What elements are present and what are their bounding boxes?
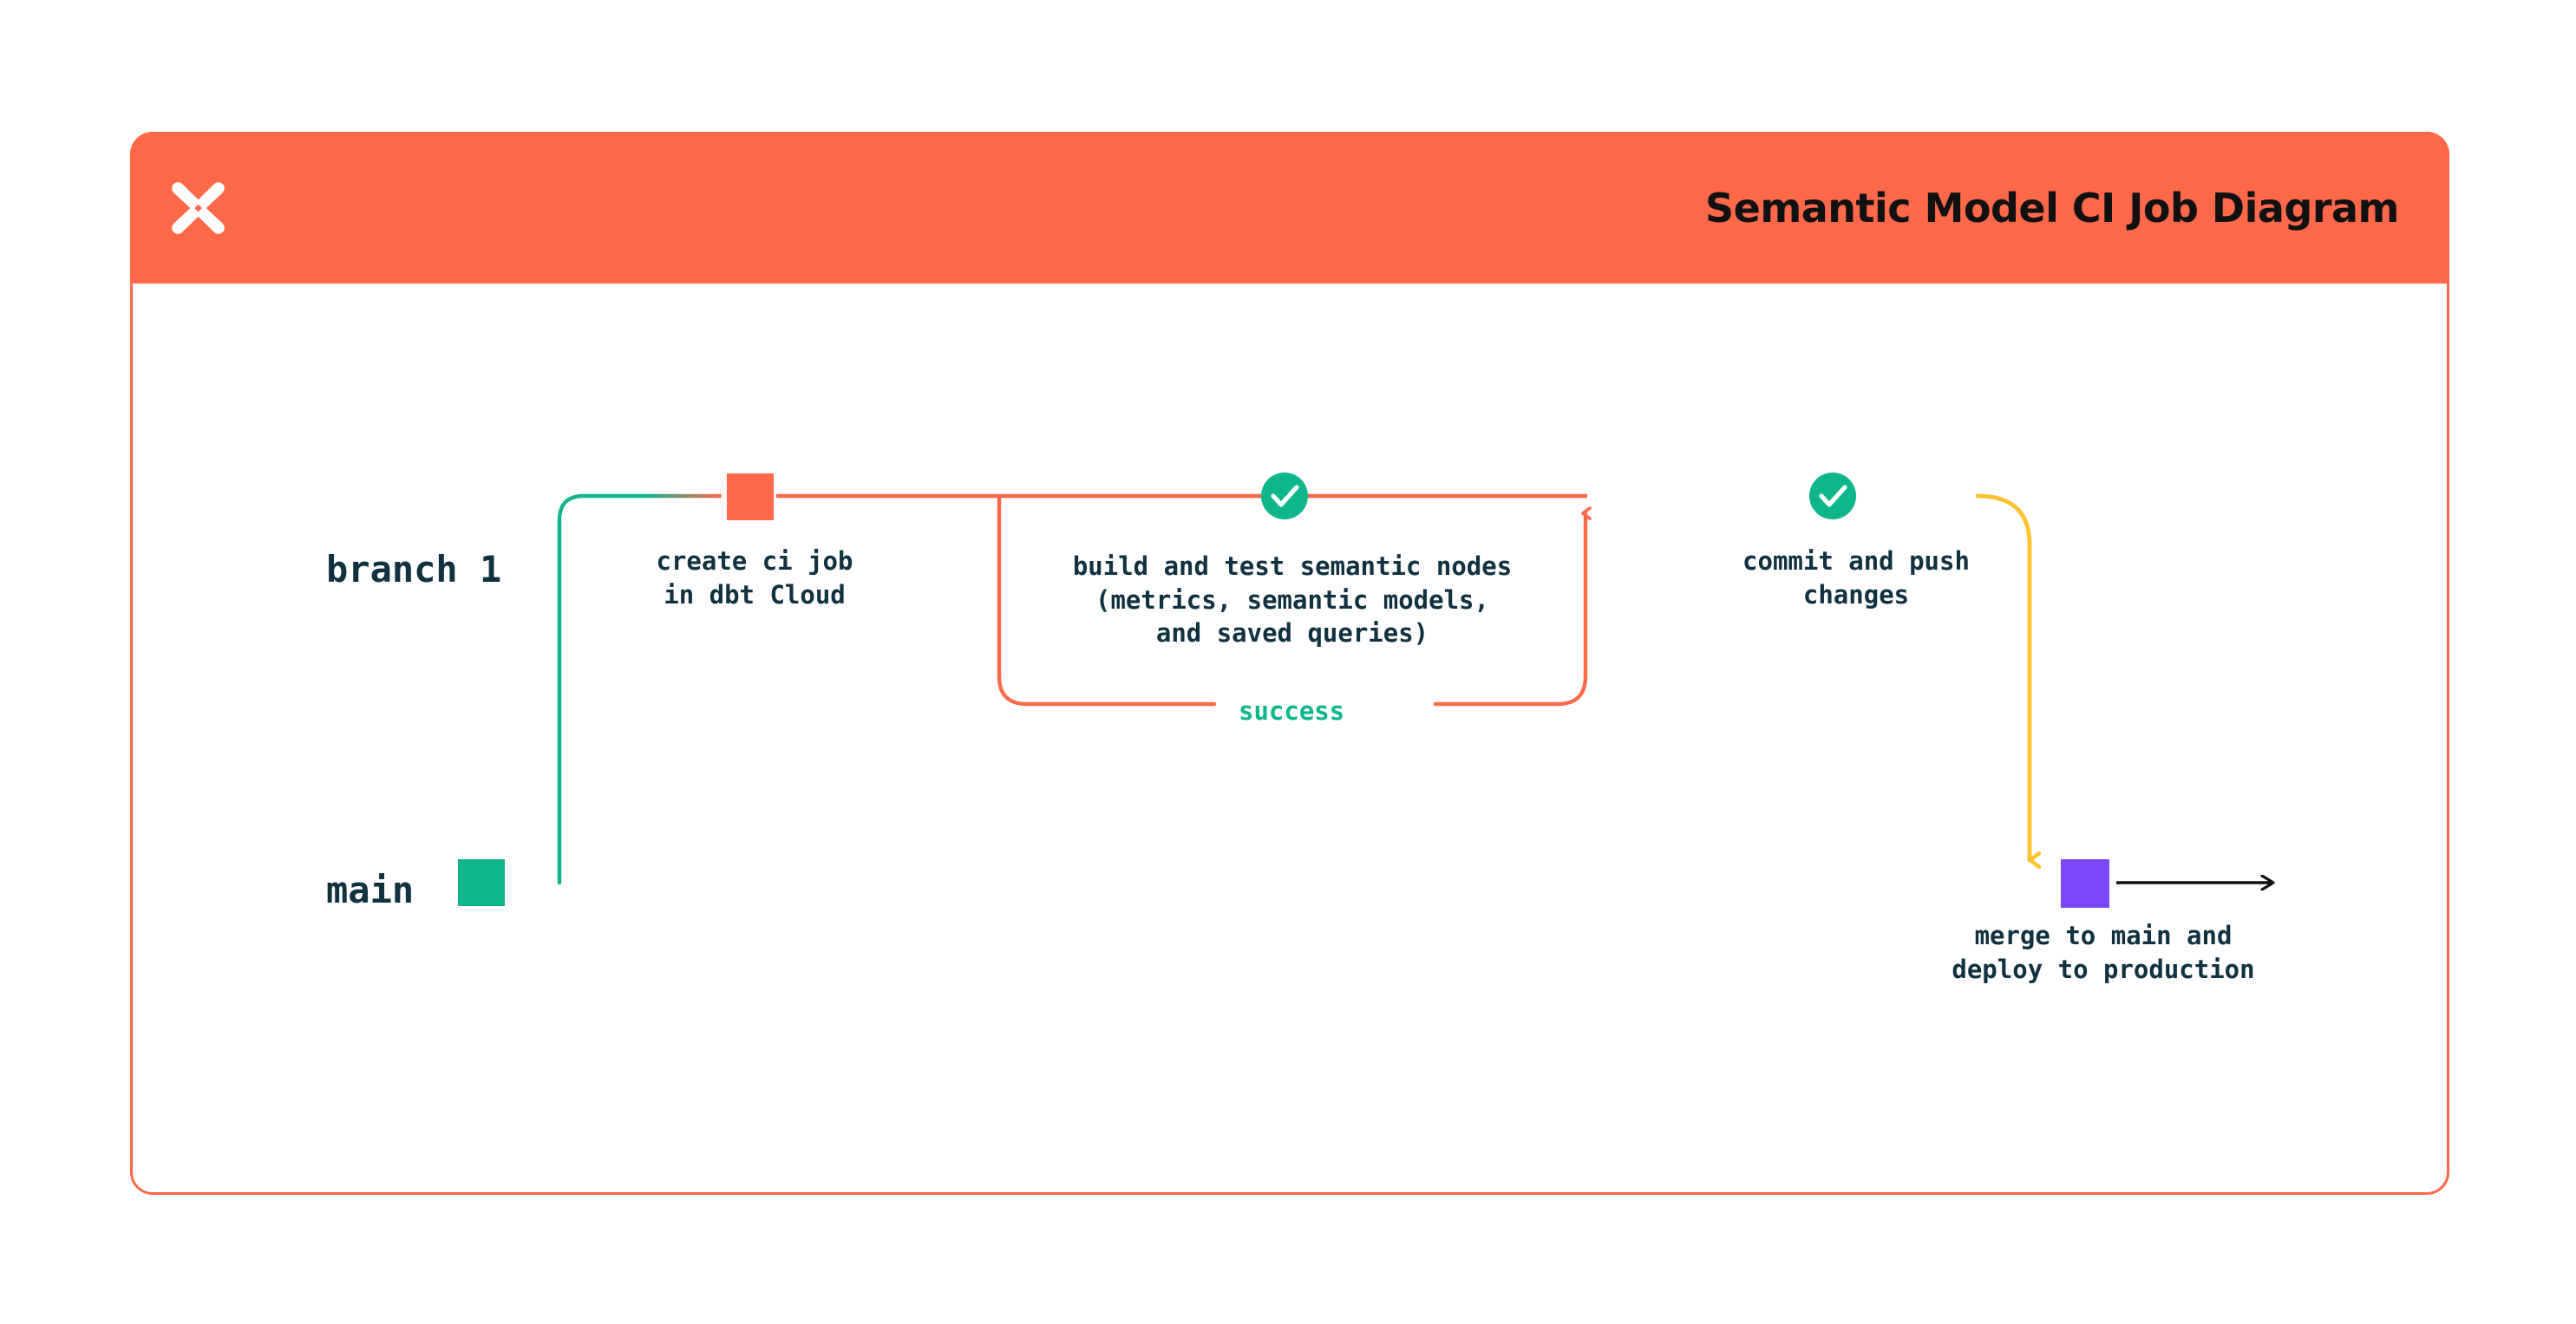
node-label-build-and-test: build and test semantic nodes (metrics, … xyxy=(1072,551,1513,649)
lane-label-main: main xyxy=(326,869,415,911)
dbt-logo-icon xyxy=(163,173,234,244)
node-label-create-ci-job: create ci job in dbt Cloud xyxy=(656,546,853,610)
lane-label-branch-1: branch 1 xyxy=(326,548,502,590)
card-header: Semantic Model CI Job Diagram xyxy=(130,132,2449,284)
edge-label-success: success xyxy=(1225,696,1359,726)
page-title: Semantic Model CI Job Diagram xyxy=(1704,184,2400,232)
card-body xyxy=(133,286,2447,1192)
node-label-commit-and-push: commit and push changes xyxy=(1742,546,1970,610)
diagram-card: Semantic Model CI Job Diagram xyxy=(130,132,2449,1195)
node-label-merge-to-main: merge to main and deploy to production xyxy=(1952,921,2255,984)
